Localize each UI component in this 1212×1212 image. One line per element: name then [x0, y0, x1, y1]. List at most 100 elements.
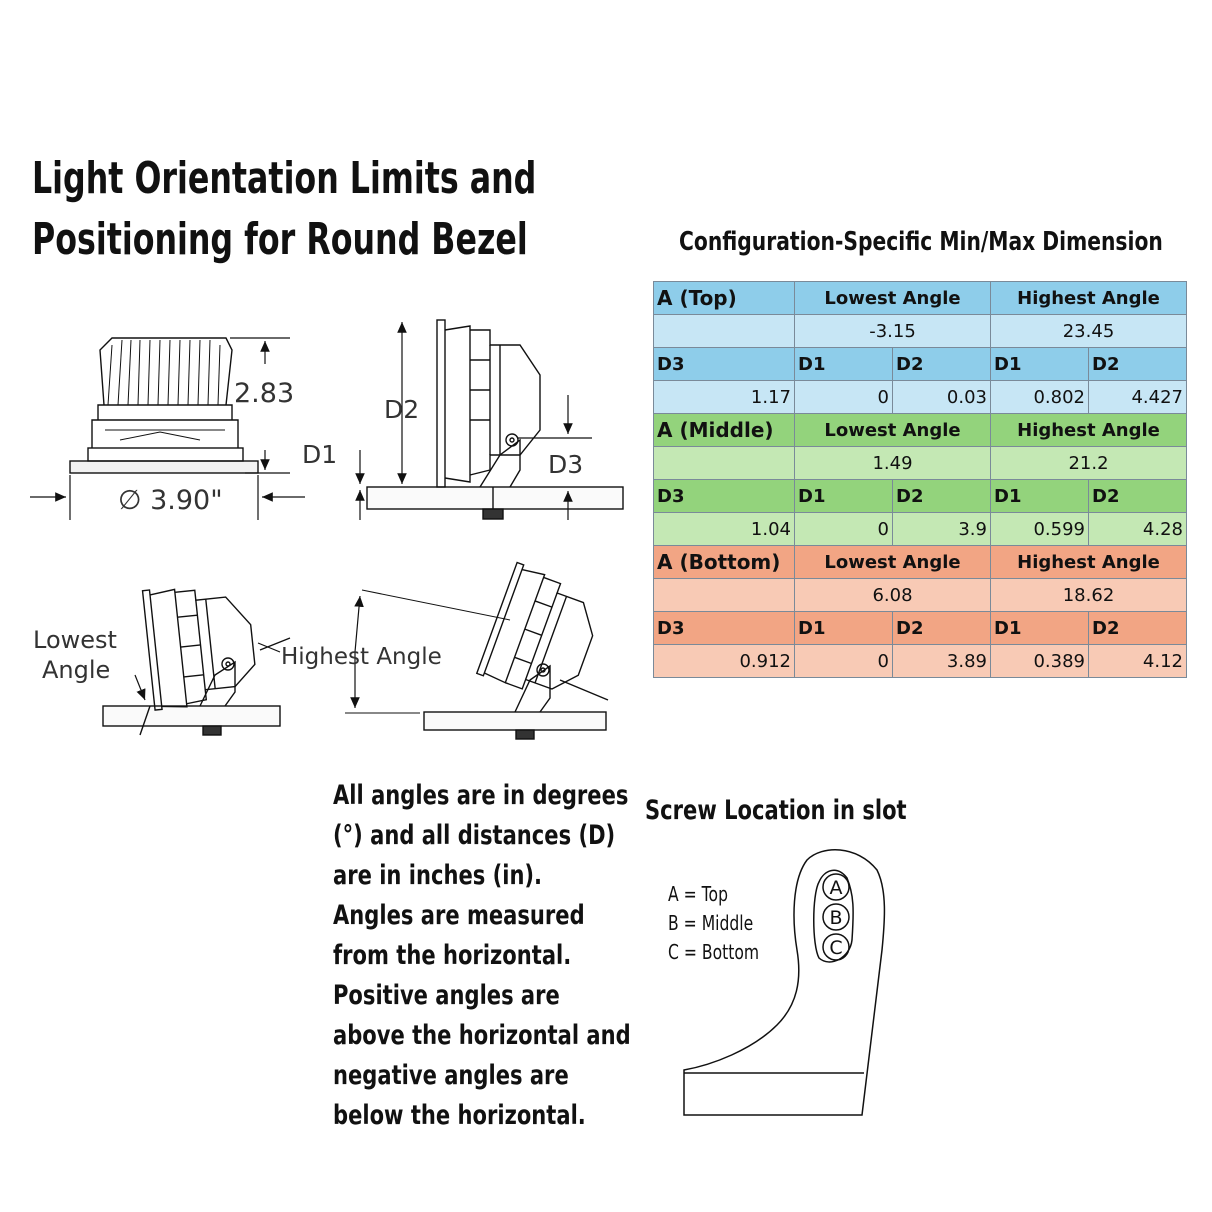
- col-d3: D3: [653, 611, 795, 645]
- notes-line: above the horizontal and: [333, 1020, 631, 1051]
- side-view-drawing: [366, 319, 624, 520]
- high-d2-value: 4.427: [1088, 380, 1187, 414]
- table-row: A (Bottom) Lowest Angle Highest Angle: [653, 545, 1187, 579]
- table-row: -3.15 23.45: [653, 314, 1187, 348]
- config-table: A (Top) Lowest Angle Highest Angle -3.15…: [653, 281, 1187, 678]
- col-lowest-angle: Lowest Angle: [794, 545, 991, 579]
- low-d2-value: 0.03: [892, 380, 991, 414]
- section-name-bottom: A (Bottom): [653, 545, 795, 579]
- table-row: 0.912 0 3.89 0.389 4.12: [653, 644, 1187, 678]
- d3-value: 1.17: [653, 380, 795, 414]
- table-row: D3 D1 D2 D1 D2: [653, 479, 1187, 513]
- front-view-drawing: [69, 337, 259, 474]
- notes-line: from the horizontal.: [333, 940, 572, 971]
- col-d2: D2: [892, 611, 991, 645]
- high-d2-value: 4.28: [1088, 512, 1187, 546]
- col-d2: D2: [1088, 347, 1187, 381]
- bracket-drawing: A B C: [683, 849, 886, 1116]
- screw-location-title: Screw Location in slot: [645, 795, 907, 826]
- label-d2: D2: [384, 395, 419, 424]
- highest-angle-drawing: [345, 561, 609, 740]
- col-highest-angle: Highest Angle: [990, 413, 1187, 447]
- notes-line: Positive angles are: [333, 980, 560, 1011]
- hole-b-label: B: [829, 907, 842, 929]
- screw-legend: A = Top B = Middle C = Bottom: [668, 880, 759, 967]
- col-d2: D2: [1088, 479, 1187, 513]
- legend-bottom: C = Bottom: [668, 940, 760, 964]
- label-lowest-line2: Angle: [42, 656, 110, 684]
- col-d1: D1: [990, 347, 1089, 381]
- highest-angle-value: 21.2: [990, 446, 1187, 480]
- notes-line: are in inches (in).: [333, 860, 543, 891]
- col-lowest-angle: Lowest Angle: [794, 281, 991, 315]
- lowest-angle-drawing: [102, 588, 291, 736]
- light-diagrams: 2.83 ∅ 3.90" D2 D1 D3: [30, 319, 624, 740]
- side-view-dimensions: [355, 322, 592, 520]
- col-lowest-angle: Lowest Angle: [794, 413, 991, 447]
- lowest-angle-value: -3.15: [794, 314, 991, 348]
- high-d2-value: 4.12: [1088, 644, 1187, 678]
- low-d1-value: 0: [794, 380, 893, 414]
- col-d2: D2: [892, 347, 991, 381]
- hole-c-label: C: [829, 937, 842, 959]
- notes-line: negative angles are: [333, 1060, 569, 1091]
- d3-value: 0.912: [653, 644, 795, 678]
- notes-line: (°) and all distances (D): [333, 820, 616, 851]
- notes-text: All angles are in degrees (°) and all di…: [333, 776, 631, 1136]
- table-row: 1.04 0 3.9 0.599 4.28: [653, 512, 1187, 546]
- col-d2: D2: [1088, 611, 1187, 645]
- table-row: 6.08 18.62: [653, 578, 1187, 612]
- page-title: Light Orientation Limits and Positioning…: [32, 148, 536, 270]
- table-row: A (Top) Lowest Angle Highest Angle: [653, 281, 1187, 315]
- highest-angle-value: 23.45: [990, 314, 1187, 348]
- legend-middle: B = Middle: [668, 911, 754, 935]
- label-d3: D3: [548, 450, 583, 479]
- table-row: A (Middle) Lowest Angle Highest Angle: [653, 413, 1187, 447]
- low-d2-value: 3.89: [892, 644, 991, 678]
- label-highest: Highest Angle: [281, 644, 442, 670]
- label-lowest-line1: Lowest: [33, 626, 117, 654]
- col-d2: D2: [892, 479, 991, 513]
- col-d1: D1: [990, 611, 1089, 645]
- dim-diameter-label: ∅ 3.90": [118, 485, 223, 516]
- front-view-dimensions: [30, 337, 305, 520]
- col-d1: D1: [794, 611, 893, 645]
- col-highest-angle: Highest Angle: [990, 545, 1187, 579]
- screw-hole-b: B: [822, 903, 850, 931]
- col-highest-angle: Highest Angle: [990, 281, 1187, 315]
- notes-line: below the horizontal.: [333, 1100, 586, 1131]
- table-row: 1.49 21.2: [653, 446, 1187, 480]
- hole-a-label: A: [830, 877, 843, 899]
- table-title: Configuration-Specific Min/Max Dimension: [679, 227, 1163, 257]
- lowest-angle-value: 1.49: [794, 446, 991, 480]
- high-d1-value: 0.389: [990, 644, 1089, 678]
- title-line-2: Positioning for Round Bezel: [32, 214, 528, 265]
- low-d1-value: 0: [794, 644, 893, 678]
- highest-angle-value: 18.62: [990, 578, 1187, 612]
- lowest-angle-arrows: [134, 674, 146, 701]
- col-d1: D1: [794, 479, 893, 513]
- label-d1: D1: [302, 440, 337, 469]
- high-d1-value: 0.599: [990, 512, 1089, 546]
- table-row: D3 D1 D2 D1 D2: [653, 347, 1187, 381]
- dim-height-label: 2.83: [234, 378, 294, 409]
- screw-hole-c: C: [822, 933, 850, 961]
- legend-top: A = Top: [668, 882, 728, 906]
- lowest-angle-value: 6.08: [794, 578, 991, 612]
- col-d1: D1: [990, 479, 1089, 513]
- d3-value: 1.04: [653, 512, 795, 546]
- section-name-top: A (Top): [653, 281, 795, 315]
- high-d1-value: 0.802: [990, 380, 1089, 414]
- low-d2-value: 3.9: [892, 512, 991, 546]
- col-d1: D1: [794, 347, 893, 381]
- low-d1-value: 0: [794, 512, 893, 546]
- col-d3: D3: [653, 347, 795, 381]
- title-line-1: Light Orientation Limits and: [32, 153, 537, 204]
- highest-angle-arrows: [257, 595, 364, 708]
- section-name-middle: A (Middle): [653, 413, 795, 447]
- table-row: D3 D1 D2 D1 D2: [653, 611, 1187, 645]
- notes-line: Angles are measured: [333, 900, 585, 931]
- table-row: 1.17 0 0.03 0.802 4.427: [653, 380, 1187, 414]
- notes-line: All angles are in degrees: [333, 780, 629, 811]
- screw-hole-a: A: [822, 873, 850, 901]
